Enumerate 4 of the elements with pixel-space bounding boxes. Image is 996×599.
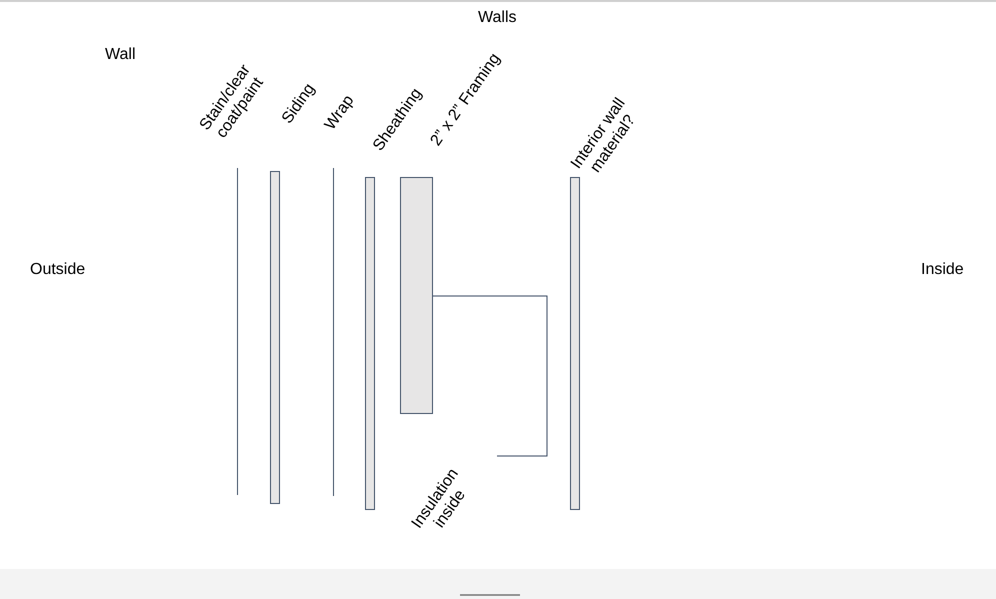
inside-label: Inside [921, 261, 964, 279]
wall-label: Wall [105, 46, 136, 64]
title: Walls [478, 9, 517, 27]
outside-label: Outside [30, 261, 86, 279]
